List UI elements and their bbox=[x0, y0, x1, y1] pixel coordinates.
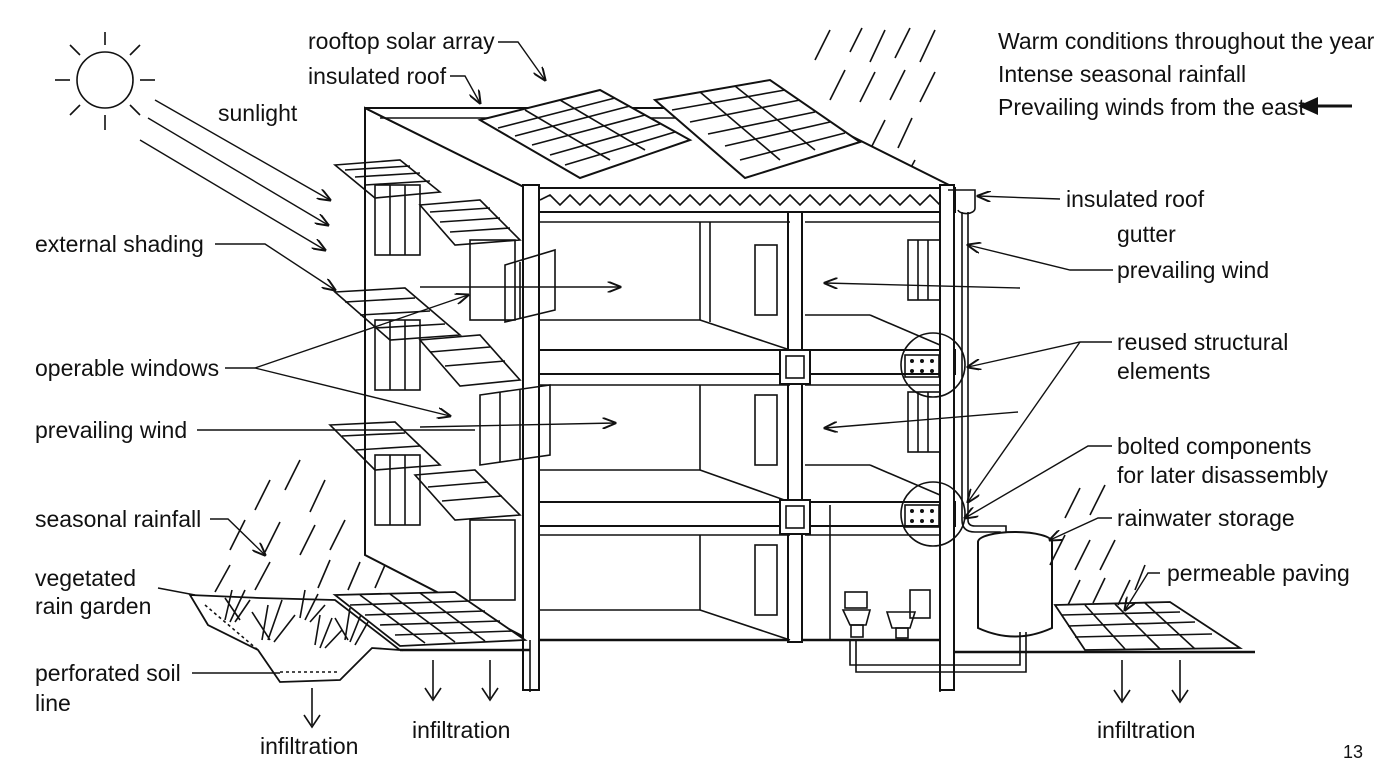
label-insulated-roof-right: insulated roof bbox=[1066, 186, 1205, 212]
condition-winds: Prevailing winds from the east bbox=[998, 94, 1305, 120]
label-rain-garden-1: vegetated bbox=[35, 565, 136, 591]
label-prevailing-wind-left: prevailing wind bbox=[35, 417, 187, 443]
wind-arrows bbox=[419, 283, 1021, 428]
label-external-shading: external shading bbox=[35, 231, 204, 257]
label-bolted-2: for later disassembly bbox=[1117, 462, 1328, 488]
label-prevailing-wind-right: prevailing wind bbox=[1117, 257, 1269, 283]
label-sunlight: sunlight bbox=[218, 100, 298, 126]
label-operable-windows: operable windows bbox=[35, 355, 219, 381]
label-insulated-roof-left: insulated roof bbox=[308, 63, 447, 89]
label-permeable-paving: permeable paving bbox=[1167, 560, 1350, 586]
rain-left bbox=[214, 459, 386, 593]
label-perforated-2: line bbox=[35, 690, 71, 716]
leader-lines bbox=[157, 41, 1160, 674]
condition-rainfall: Intense seasonal rainfall bbox=[998, 61, 1246, 87]
label-seasonal-rainfall: seasonal rainfall bbox=[35, 506, 201, 532]
page-number: 13 bbox=[1343, 742, 1363, 762]
external-shading-louvers bbox=[328, 159, 522, 521]
label-rooftop-solar: rooftop solar array bbox=[308, 28, 495, 54]
condition-warm: Warm conditions throughout the year bbox=[998, 28, 1375, 54]
sun-icon bbox=[55, 32, 155, 130]
label-infiltration-3: infiltration bbox=[1097, 717, 1195, 743]
infiltration-arrows bbox=[303, 660, 1189, 729]
label-rain-garden-2: rain garden bbox=[35, 593, 151, 619]
solar-panel-icon bbox=[477, 78, 863, 180]
label-gutter: gutter bbox=[1117, 221, 1176, 247]
rain-right bbox=[1049, 484, 1146, 606]
label-rainwater-storage: rainwater storage bbox=[1117, 505, 1295, 531]
label-perforated-1: perforated soil bbox=[35, 660, 181, 686]
label-infiltration-1: infiltration bbox=[260, 733, 358, 759]
rainwater-tank-icon bbox=[849, 531, 1053, 673]
label-bolted-1: bolted components bbox=[1117, 433, 1311, 459]
label-reused-2: elements bbox=[1117, 358, 1210, 384]
rain-garden bbox=[188, 589, 528, 683]
sunlight-rays bbox=[139, 99, 330, 250]
label-infiltration-2: infiltration bbox=[412, 717, 510, 743]
building bbox=[328, 78, 1255, 692]
east-wind-arrow-icon bbox=[1298, 97, 1352, 115]
toilet-icon bbox=[841, 589, 931, 639]
permeable-paving bbox=[1053, 601, 1243, 651]
label-reused-1: reused structural bbox=[1117, 329, 1288, 355]
